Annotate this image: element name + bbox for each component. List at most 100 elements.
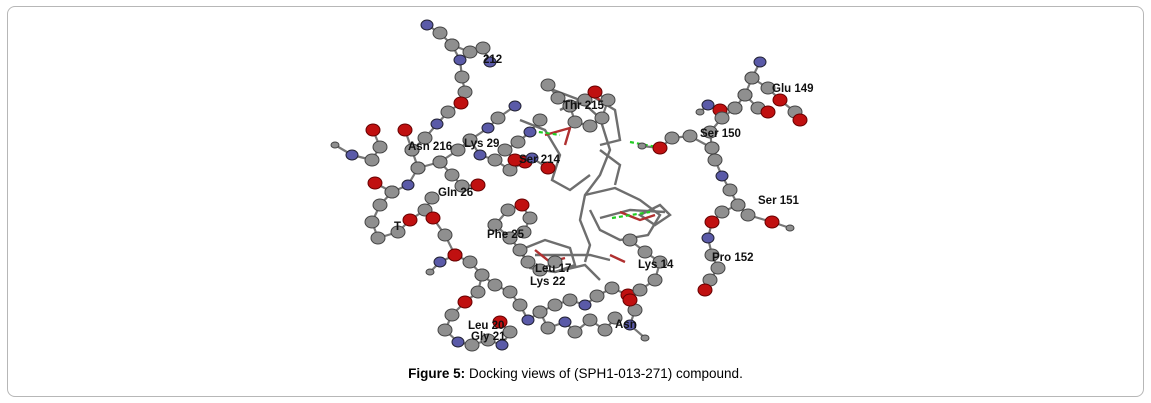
carbon-atom: [372, 140, 388, 154]
carbon-atom: [582, 119, 598, 133]
carbon-atom: [516, 225, 532, 239]
nitrogen-atom: [715, 170, 729, 182]
carbon-atom: [497, 143, 513, 157]
carbon-atom: [744, 71, 760, 85]
carbon-atom: [454, 179, 470, 193]
carbon-atom: [664, 131, 680, 145]
carbon-atom: [532, 305, 548, 319]
carbon-atom: [647, 273, 663, 287]
nitrogen-atom: [401, 179, 415, 191]
nitrogen-atom: [420, 19, 434, 31]
carbon-atom: [622, 233, 638, 247]
carbon-atom: [384, 185, 400, 199]
carbon-atom: [522, 211, 538, 225]
nitrogen-atom: [701, 232, 715, 244]
carbon-atom: [704, 141, 720, 155]
carbon-atom: [785, 224, 795, 232]
carbon-atom: [502, 325, 518, 339]
carbon-atom: [532, 113, 548, 127]
carbon-atom: [444, 308, 460, 322]
carbon-atom: [682, 129, 698, 143]
carbon-atom: [444, 38, 460, 52]
nitrogen-atom: [578, 299, 592, 311]
nitrogen-atom: [453, 54, 467, 66]
ligand-bond-oxygen: [619, 210, 656, 222]
oxygen-atom: [772, 93, 788, 107]
ligand-compound: [518, 86, 672, 281]
oxygen-atom: [622, 293, 638, 307]
ligand-bond: [535, 253, 611, 262]
nitrogen-atom: [483, 56, 497, 68]
ligand-bond-oxygen: [544, 126, 572, 146]
oxygen-atom: [587, 85, 603, 99]
oxygen-atom: [365, 123, 381, 137]
residue-label-t: T: [394, 221, 401, 233]
residue-label-212: 212: [483, 54, 502, 66]
carbon-atom: [532, 263, 548, 277]
carbon-atom: [475, 41, 491, 55]
nitrogen-atom: [525, 152, 539, 164]
carbon-atom: [520, 255, 536, 269]
carbon-atom: [500, 203, 516, 217]
oxygen-atom: [425, 211, 441, 225]
oxygen-atom: [514, 198, 530, 212]
carbon-atom: [600, 93, 616, 107]
carbon-atom: [722, 183, 738, 197]
oxygen-atom: [447, 248, 463, 262]
residue-label-glu149: Glu 149: [772, 83, 814, 95]
nitrogen-atom: [701, 99, 715, 111]
carbon-atom: [462, 255, 478, 269]
figure-caption: Figure 5: Docking views of (SPH1-013-271…: [0, 366, 1151, 381]
carbon-atom: [707, 153, 723, 167]
carbon-atom: [710, 261, 726, 275]
carbon-atom: [695, 108, 705, 116]
carbon-atom: [370, 231, 386, 245]
hydrogen-bond: [524, 128, 561, 137]
oxygen-atom: [402, 213, 418, 227]
oxygen-atom: [367, 176, 383, 190]
oxygen-atom: [540, 161, 556, 175]
oxygen-atom: [764, 215, 780, 229]
carbon-atom: [457, 85, 473, 99]
carbon-atom: [437, 228, 453, 242]
nitrogen-atom: [523, 126, 537, 138]
carbon-atom: [512, 298, 528, 312]
carbon-atom: [410, 161, 426, 175]
oxygen-atom: [697, 283, 713, 297]
carbon-atom: [637, 142, 647, 150]
carbon-atom: [727, 101, 743, 115]
carbon-atom: [480, 333, 496, 347]
residue-label-asn216: Asn 216: [408, 141, 452, 153]
carbon-atom: [440, 105, 456, 119]
carbon-atom: [474, 268, 490, 282]
carbon-atom: [487, 278, 503, 292]
residue-label-pro152: Pro 152: [712, 252, 754, 264]
nitrogen-atom: [430, 118, 444, 130]
ligand-bond: [599, 149, 622, 186]
carbon-atom: [550, 91, 566, 105]
oxygen-atom: [652, 141, 668, 155]
carbon-atom: [577, 93, 593, 107]
carbon-atom: [562, 293, 578, 307]
ligand-bond: [519, 118, 591, 192]
residue-label-ser214: Ser 214: [519, 154, 561, 166]
nitrogen-atom: [473, 149, 487, 161]
nitrogen-atom: [495, 339, 509, 351]
oxygen-atom: [492, 315, 508, 329]
carbon-atom: [637, 245, 653, 259]
ligand-bond: [637, 203, 672, 227]
oxygen-atom: [507, 153, 523, 167]
carbon-atom: [502, 285, 518, 299]
carbon-atom: [454, 70, 470, 84]
carbon-atom: [652, 255, 668, 269]
carbon-atom: [330, 141, 340, 149]
residue-label-lys14: Lys 14: [638, 259, 674, 271]
carbon-atom: [372, 198, 388, 212]
carbon-atom: [510, 135, 526, 149]
residue-label-ser150: Ser 150: [700, 128, 741, 140]
carbon-atom: [737, 88, 753, 102]
residue-label-lys22: Lys 22: [530, 276, 565, 288]
carbon-atom: [740, 208, 756, 222]
residue-label-ser151: Ser 151: [758, 195, 800, 207]
